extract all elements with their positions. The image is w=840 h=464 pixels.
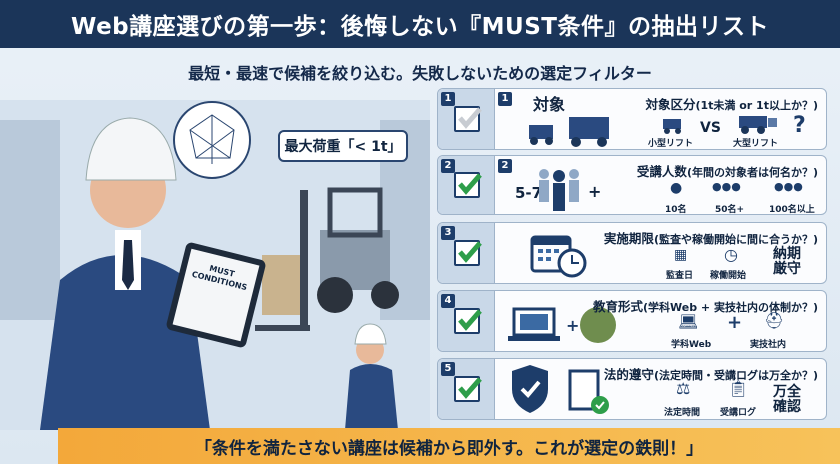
option-label: 学科Web <box>671 340 712 350</box>
checklist-row-4: 4 + 教育形式(学科Web + 実技社内の体制か？) 💻︎ 学科Web + ⛑… <box>437 290 827 352</box>
plus-sign: + <box>727 312 743 333</box>
subtitle: 最短・最速で候補を絞り込む。失敗しないための選定フィルター <box>188 64 652 83</box>
clipboard-icon: 📋︎ <box>728 379 749 398</box>
checkbox-unchecked[interactable] <box>454 106 482 132</box>
question-mark-icon: ? <box>793 113 806 138</box>
row-title: 法的遵守 <box>603 367 654 382</box>
option-label: 監査日 <box>666 271 694 281</box>
bottom-banner: 「条件を満たさない講座は候補から即外す。これが選定の鉄則！」 <box>58 428 840 464</box>
forklift-icons <box>529 117 609 147</box>
clock-icon: ◷ <box>724 245 738 264</box>
tablet-text: MUST CONDITIONS <box>172 248 260 342</box>
row-question: (法定時間・受講ログは万全か？) <box>653 369 818 382</box>
option-label: 50名+ <box>715 205 745 215</box>
small-worker-icon <box>345 323 398 430</box>
scales-icon: ⚖︎ <box>676 379 691 398</box>
row-number: 4 <box>441 294 455 308</box>
checklist-row-1: 1 1 対象 対象区分(1t未満 or 1t以上か？) 小型リフト VS 大型リ… <box>437 88 827 150</box>
emphasis-text: 厳守 <box>773 261 801 277</box>
option-label: 実技社内 <box>750 340 787 350</box>
checkbox-checked[interactable] <box>454 172 482 198</box>
checkbox-checked[interactable] <box>454 240 482 266</box>
option-label: 10名 <box>665 205 687 215</box>
checkbox-checked[interactable] <box>454 376 482 402</box>
people-group-icon <box>539 169 579 211</box>
row-question: (学科Web + 実技社内の体制か？) <box>642 301 818 314</box>
speech-bubble: 最大荷重「< 1t」 <box>278 130 408 162</box>
large-forklift-icon <box>739 116 777 134</box>
row-number: 3 <box>441 226 455 240</box>
checklist-row-2: 2 2 5-7 + 受講人数(年間の対象者は何名か？) ● 10名 ●●● 50… <box>437 155 827 215</box>
row-title: 受講人数 <box>636 164 687 179</box>
row-question: (監査や稼働開始に間に合うか？) <box>653 233 818 246</box>
checkbox-checked[interactable] <box>454 308 482 334</box>
laptop-icon: 💻︎ <box>678 312 699 331</box>
worker-helmet-icon: ⛑︎ <box>764 311 785 330</box>
laptop-training-icon: + <box>508 307 616 343</box>
emphasis-text: 万全 <box>773 384 801 400</box>
emphasis-text: 確認 <box>773 399 801 415</box>
row-title: 実施期限 <box>603 231 654 246</box>
row-left-label: 対象 <box>533 95 566 114</box>
row-title: 対象区分 <box>645 97 696 112</box>
large-group-icon: ●●● <box>774 180 803 193</box>
row-number: 2 <box>441 159 455 173</box>
worker-icon <box>40 117 210 430</box>
checklist-row-3: 3 実施期限(監査や稼働開始に間に合うか？) ▦ 監査日 ◷ 稼働開始 納期厳守 <box>437 222 827 284</box>
option-label: 小型リフト <box>648 139 694 149</box>
person-icon: ● <box>670 180 683 196</box>
option-label: 受講ログ <box>720 408 757 418</box>
svg-text:+: + <box>566 316 579 335</box>
group-icon: ●●● <box>712 180 741 193</box>
row-title: 教育形式 <box>592 299 643 314</box>
row-number: 1 <box>498 92 512 106</box>
small-forklift-icon <box>663 119 681 134</box>
checklist-row-5: 5 法的遵守(法定時間・受講ログは万全か？) ⚖︎ 法定時間 📋︎ 受講ログ 万… <box>437 358 827 420</box>
row-question: (年間の対象者は何名か？) <box>686 166 818 179</box>
forklift-icon <box>255 187 399 331</box>
row-number: 5 <box>441 362 455 376</box>
option-label: 稼働開始 <box>710 271 747 281</box>
page-title: Web講座選びの第一歩：後悔しない『MUST条件』の抽出リスト <box>0 0 840 48</box>
calendar-icon: ▦ <box>674 247 688 263</box>
shield-document-icon <box>512 365 609 414</box>
vs-label: VS <box>700 120 721 136</box>
row-question: (1t未満 or 1t以上か？) <box>695 99 818 112</box>
calendar-clock-icon <box>530 235 587 278</box>
option-label: 100名以上 <box>769 205 815 215</box>
row-number: 1 <box>441 92 455 106</box>
plus-sign: + <box>588 182 602 201</box>
option-label: 大型リフト <box>733 139 779 149</box>
option-label: 法定時間 <box>664 408 701 418</box>
row-left-label: 5-7 <box>515 184 543 202</box>
emphasis-text: 納期 <box>773 246 801 262</box>
row-number: 2 <box>498 159 512 173</box>
